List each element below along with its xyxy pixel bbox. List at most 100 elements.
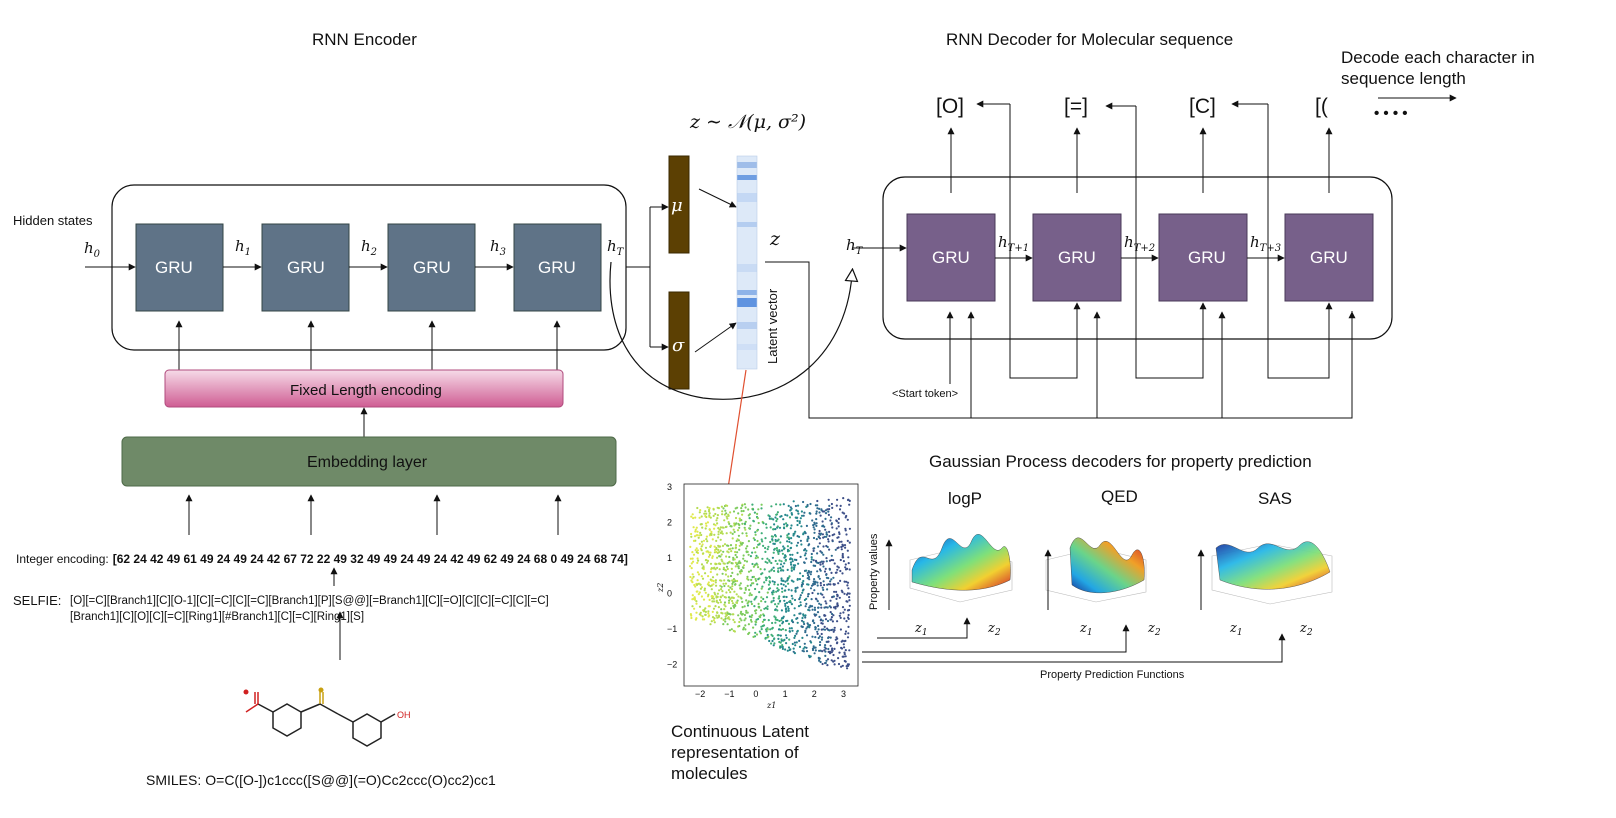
scatter-point [808, 626, 811, 629]
scatter-point [816, 630, 819, 633]
scatter-point [737, 614, 740, 617]
scatter-point [768, 639, 771, 643]
scatter-point [765, 630, 768, 633]
scatter-point [784, 559, 787, 562]
scatter-point [832, 576, 835, 579]
scatter-point [743, 526, 746, 529]
gp-surface-sas [1211, 541, 1333, 605]
scatter-point [738, 570, 742, 573]
scatter-y-tick: 0 [667, 589, 672, 599]
scatter-point [800, 583, 804, 587]
scatter-point [780, 515, 783, 518]
scatter-point [786, 534, 789, 537]
scatter-point [779, 634, 782, 637]
scatter-point [847, 632, 850, 635]
scatter-point [749, 618, 753, 622]
scatter-point [828, 559, 832, 562]
scatter-point [808, 624, 812, 627]
scatter-point [716, 514, 720, 517]
scatter-point [729, 607, 733, 610]
scatter-point [752, 575, 756, 579]
scatter-point [801, 616, 804, 620]
scatter-point [703, 512, 706, 515]
scatter-point [736, 579, 739, 583]
scatter-point [807, 544, 810, 547]
scatter-point [799, 539, 803, 542]
scatter-point [742, 557, 745, 560]
scatter-point [786, 536, 789, 539]
scatter-point [735, 601, 738, 604]
scatter-point [815, 538, 818, 541]
scatter-point [716, 517, 719, 520]
scatter-point [713, 621, 716, 624]
scatter-point [793, 614, 796, 617]
scatter-point [783, 527, 786, 530]
scatter-point [747, 508, 750, 511]
scatter-point [821, 636, 824, 639]
scatter-point [750, 616, 753, 619]
scatter-point [739, 561, 742, 565]
scatter-point [830, 516, 833, 519]
scatter-point [829, 611, 832, 614]
scatter-point [807, 593, 810, 596]
encoder-gru-1-label: GRU [155, 258, 193, 277]
scatter-point [799, 594, 802, 597]
scatter-point [833, 626, 836, 629]
scatter-point [843, 592, 846, 595]
scatter-point [695, 600, 698, 603]
scatter-point [796, 578, 799, 581]
scatter-point [747, 578, 750, 581]
scatter-point [704, 522, 708, 525]
scatter-point [709, 623, 712, 626]
scatter-point [714, 524, 717, 527]
scatter-point [764, 546, 767, 550]
decode-note-line-1: Decode each character in [1341, 48, 1535, 67]
scatter-point [830, 628, 833, 632]
scatter-point [804, 616, 807, 619]
scatter-point [808, 606, 811, 609]
scatter-point [773, 615, 776, 618]
scatter-point [752, 626, 755, 629]
scatter-point [786, 605, 790, 608]
scatter-point [762, 614, 766, 617]
scatter-point [691, 598, 694, 601]
scatter-point [830, 571, 833, 575]
scatter-point [756, 512, 759, 516]
scatter-point [742, 564, 746, 567]
scatter-point [754, 557, 757, 560]
scatter-point [772, 591, 775, 594]
smiles-string: SMILES:O=C([O-])c1ccc([S@@](=O)Cc2ccc(O)… [146, 772, 496, 788]
scatter-point [690, 535, 693, 538]
scatter-point [727, 514, 730, 518]
scatter-point [783, 523, 786, 526]
scatter-point [779, 535, 783, 538]
scatter-point [805, 602, 808, 606]
scatter-point [799, 555, 802, 559]
scatter-point [774, 516, 777, 519]
scatter-point [734, 583, 737, 586]
scatter-point [715, 596, 718, 599]
scatter-point [731, 571, 734, 575]
scatter-point [748, 588, 751, 592]
scatter-point [774, 603, 777, 606]
scatter-point [829, 583, 832, 586]
scatter-point [729, 591, 732, 594]
scatter-point [759, 609, 763, 612]
scatter-point [805, 646, 808, 649]
scatter-point [818, 649, 821, 652]
scatter-point [816, 592, 820, 595]
scatter-point [772, 596, 775, 600]
gp-z1-a: z1 [914, 621, 928, 638]
scatter-point [730, 588, 734, 591]
scatter-point [799, 601, 802, 604]
scatter-point [782, 503, 785, 506]
scatter-point [821, 520, 824, 523]
scatter-point [704, 527, 707, 530]
scatter-point [767, 635, 770, 638]
scatter-point [724, 568, 727, 572]
scatter-point [772, 599, 775, 602]
scatter-point [747, 540, 751, 543]
scatter-point [707, 610, 710, 613]
